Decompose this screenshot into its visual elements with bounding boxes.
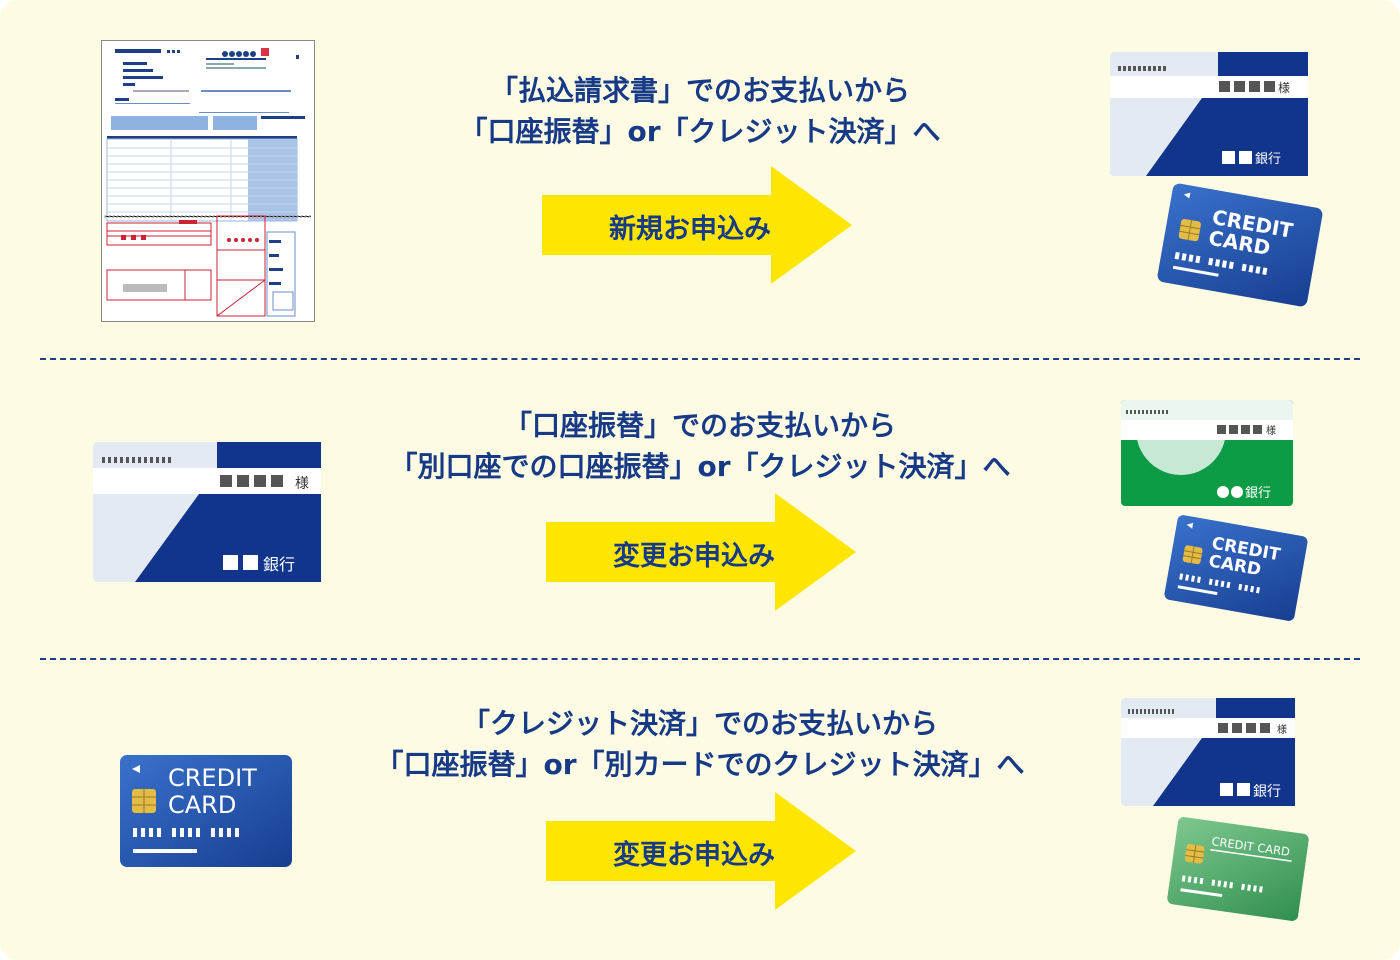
arrow-right-icon xyxy=(542,166,852,284)
card-line1: CREDIT xyxy=(168,764,257,792)
bankbook-card-icon: 様 銀行 xyxy=(1121,400,1293,506)
row1-heading-line2: 「口座振替」or「クレジット決済」へ xyxy=(459,115,941,148)
row2-heading: 「口座振替」でのお支払いから 「別口座での口座振替」or「クレジット決済」へ xyxy=(0,405,1400,487)
row3-heading-line1: 「クレジット決済」でのお支払いから xyxy=(461,707,938,740)
row2-heading-line1: 「口座振替」でのお支払いから xyxy=(503,409,896,442)
bankbook-card-icon: 様 銀行 xyxy=(1110,52,1308,176)
arrow-right-icon xyxy=(546,792,856,910)
holder-suffix: 様 xyxy=(1278,81,1290,95)
holder-suffix: 様 xyxy=(295,476,309,492)
bankbook-card-icon: 様 銀行 xyxy=(1121,698,1295,806)
holder-suffix: 様 xyxy=(1266,424,1276,437)
card-line2: CARD xyxy=(168,791,236,819)
row1-heading: 「払込請求書」でのお支払いから 「口座振替」or「クレジット決済」へ xyxy=(0,70,1400,152)
change-application-label: 変更お申込み xyxy=(613,541,775,572)
bank-suffix: 銀行 xyxy=(1253,784,1281,800)
section-divider xyxy=(40,658,1360,660)
credit-card-icon: CREDIT CARD xyxy=(1157,183,1323,307)
section-divider xyxy=(40,358,1360,360)
bank-suffix: 銀行 xyxy=(263,555,295,574)
new-application-label: 新規お申込み xyxy=(609,214,771,245)
credit-card-icon: CREDIT CARD xyxy=(1167,817,1309,921)
row1-heading-line1: 「払込請求書」でのお支払いから xyxy=(489,74,910,107)
bank-suffix: 銀行 xyxy=(1255,152,1281,167)
change-application-label: 変更お申込み xyxy=(613,840,775,871)
credit-card-icon: CREDIT CARD xyxy=(120,755,292,867)
row3-heading-line2: 「口座振替」or「別カードでのクレジット決済」へ xyxy=(375,748,1025,781)
holder-suffix: 様 xyxy=(1277,723,1287,736)
invoice-form-icon xyxy=(101,40,315,322)
bankbook-card-icon: 様 銀行 xyxy=(93,442,321,582)
arrow-right-icon xyxy=(546,493,856,611)
bank-suffix: 銀行 xyxy=(1245,486,1271,501)
row3-heading: 「クレジット決済」でのお支払いから 「口座振替」or「別カードでのクレジット決済… xyxy=(0,703,1400,785)
credit-card-icon: CREDIT CARD xyxy=(1164,515,1308,621)
row2-heading-line2: 「別口座での口座振替」or「クレジット決済」へ xyxy=(389,450,1011,483)
